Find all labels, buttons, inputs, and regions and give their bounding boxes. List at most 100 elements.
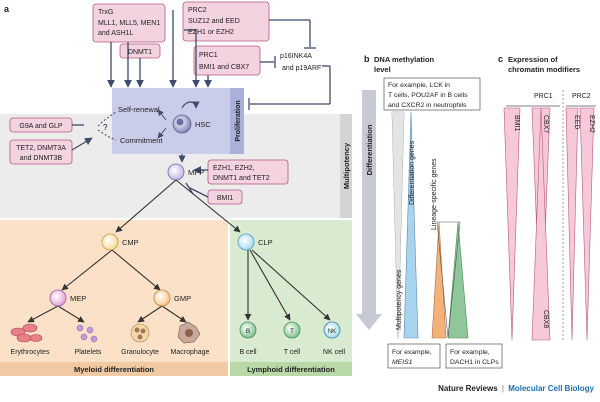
bmi1-label: BMI1 bbox=[513, 115, 520, 131]
svg-text:G9A and GLP: G9A and GLP bbox=[19, 123, 63, 130]
example-dach-box: For example, DACH1 in CLPs bbox=[445, 343, 503, 369]
platelets-icon bbox=[76, 324, 98, 343]
hsc-nucleus bbox=[176, 118, 184, 126]
macrophage-label: Macrophage bbox=[171, 349, 210, 356]
footer-journal: Molecular Cell Biology bbox=[508, 384, 594, 393]
b-cell-label: B cell bbox=[239, 349, 257, 356]
self-renewal-label: Self-renewal bbox=[118, 105, 160, 114]
lineage-wedge-green bbox=[447, 221, 469, 339]
differentiation-arrow bbox=[356, 90, 382, 330]
bmi1-box: BMI1 bbox=[207, 189, 243, 205]
panel-c-title-1: Expression of bbox=[508, 55, 558, 64]
lymphoid-bar bbox=[230, 362, 352, 376]
prc1-group-label: PRC1 bbox=[534, 93, 553, 100]
differentiation-genes-label: Differentiation genes bbox=[409, 140, 416, 205]
example-top-box: For example, LCK in T cells, POU2AF in B… bbox=[383, 77, 481, 111]
t-cell-icon: T bbox=[283, 321, 301, 339]
cbx8-label: CBX8 bbox=[542, 310, 549, 328]
erythrocytes-icon bbox=[10, 323, 43, 343]
svg-text:MEIS1: MEIS1 bbox=[392, 359, 413, 366]
svg-text:and ASH1L: and ASH1L bbox=[98, 30, 134, 37]
ezh2-label: EZH2 bbox=[588, 115, 595, 133]
bmi1-wedge bbox=[503, 107, 521, 341]
proliferation-label: Proliferation bbox=[235, 100, 242, 141]
granulocyte-icon bbox=[130, 323, 150, 343]
panel-a-label: a bbox=[4, 4, 10, 14]
eed-wedge bbox=[565, 107, 579, 341]
platelets-label: Platelets bbox=[75, 349, 102, 356]
cmp-label: CMP bbox=[122, 238, 139, 247]
svg-text:DNMT1 and TET2: DNMT1 and TET2 bbox=[213, 175, 270, 182]
cbx7-label: CBX7 bbox=[542, 115, 549, 133]
tet2-box: TET2, DNMT3A and DNMT3B bbox=[9, 139, 73, 165]
mpp-cell bbox=[167, 163, 185, 181]
svg-text:DACH1 in CLPs: DACH1 in CLPs bbox=[450, 359, 499, 366]
nk-cell-icon: NK bbox=[323, 321, 341, 339]
p16-text-2: and p19ARF bbox=[282, 65, 321, 72]
b-cell-icon: B bbox=[239, 321, 257, 339]
svg-text:For example,: For example, bbox=[392, 349, 432, 356]
svg-text:SUZ12 and EED: SUZ12 and EED bbox=[188, 18, 240, 25]
lineage-wedge-orange bbox=[431, 221, 447, 339]
g9a-box: G9A and GLP bbox=[9, 117, 73, 133]
multipotency-wedge-fill bbox=[392, 112, 404, 338]
proliferation-bar bbox=[230, 88, 244, 154]
footer-separator: | bbox=[501, 384, 504, 393]
clp-cell bbox=[237, 233, 255, 251]
panel-c-label: c bbox=[498, 54, 503, 64]
myeloid-bar bbox=[0, 362, 228, 376]
macrophage-icon bbox=[177, 321, 201, 344]
svg-text:B: B bbox=[246, 328, 250, 335]
svg-text:TrxG: TrxG bbox=[98, 9, 113, 16]
svg-text:T cells, POU2AF in B cells: T cells, POU2AF in B cells bbox=[388, 92, 468, 99]
mep-cell bbox=[49, 289, 67, 307]
dnmt1-box: DNMT1 bbox=[119, 43, 161, 59]
hsc-label: HSC bbox=[195, 120, 211, 129]
question-mark: ? bbox=[103, 123, 108, 132]
regulation-arrows bbox=[71, 10, 331, 198]
panel-b-label: b bbox=[364, 54, 370, 64]
svg-text:and DNMT3B: and DNMT3B bbox=[20, 155, 63, 162]
t-cell-label: T cell bbox=[284, 349, 301, 356]
mep-label: MEP bbox=[70, 294, 86, 303]
gmp-label: GMP bbox=[174, 294, 191, 303]
panel-b-title-2: level bbox=[374, 65, 391, 74]
svg-text:For example,: For example, bbox=[450, 349, 490, 356]
lymphoid-label: Lymphoid differentiation bbox=[247, 365, 335, 374]
prc1-box: PRC1 BMI1 and CBX7 bbox=[193, 45, 261, 76]
multipotency-genes-label: Multipotency genes bbox=[396, 269, 403, 330]
footer-brand: Nature Reviews bbox=[438, 384, 498, 393]
multipotency-bar bbox=[340, 114, 352, 218]
prc2-group-label: PRC2 bbox=[572, 93, 591, 100]
svg-text:NK: NK bbox=[328, 329, 336, 335]
svg-text:EZH1, EZH2,: EZH1, EZH2, bbox=[213, 165, 255, 172]
svg-text:EZH1 or EZH2: EZH1 or EZH2 bbox=[188, 29, 234, 36]
gmp-cell bbox=[153, 289, 171, 307]
svg-text:BMI1: BMI1 bbox=[217, 195, 233, 202]
mpp-modifiers-box: EZH1, EZH2, DNMT1 and TET2 bbox=[207, 159, 289, 185]
prc2-box: PRC2 SUZ12 and EED EZH1 or EZH2 bbox=[182, 1, 270, 42]
myeloid-label: Myeloid differentiation bbox=[74, 365, 154, 374]
ezh2-wedge bbox=[579, 107, 595, 341]
svg-text:MLL1, MLL5, MEN1: MLL1, MLL5, MEN1 bbox=[98, 20, 160, 27]
cbx8-wedge bbox=[531, 107, 551, 341]
nk-cell-label: NK cell bbox=[323, 349, 346, 356]
eed-label: EED bbox=[573, 115, 580, 129]
svg-text:DNMT1: DNMT1 bbox=[128, 49, 152, 56]
granulocyte-label: Granulocyte bbox=[121, 349, 159, 356]
panel-b-title-1: DNA methylation bbox=[374, 55, 435, 64]
footer: Nature Reviews | Molecular Cell Biology bbox=[0, 384, 594, 393]
svg-text:T: T bbox=[290, 328, 294, 335]
p16-text-1: p16INK4A bbox=[280, 53, 312, 60]
svg-text:PRC1: PRC1 bbox=[199, 52, 218, 59]
differentiation-wedge bbox=[403, 111, 419, 339]
svg-text:BMI1 and CBX7: BMI1 and CBX7 bbox=[199, 64, 249, 71]
lineage-genes-label: Lineage-specific genes bbox=[431, 158, 438, 230]
cmp-cell bbox=[101, 233, 119, 251]
commitment-label: Commitment bbox=[120, 136, 163, 145]
example-meis-box: For example, MEIS1 bbox=[387, 343, 441, 369]
svg-text:PRC2: PRC2 bbox=[188, 7, 207, 14]
svg-text:TET2, DNMT3A: TET2, DNMT3A bbox=[16, 145, 66, 152]
lineage-tree bbox=[27, 179, 331, 323]
